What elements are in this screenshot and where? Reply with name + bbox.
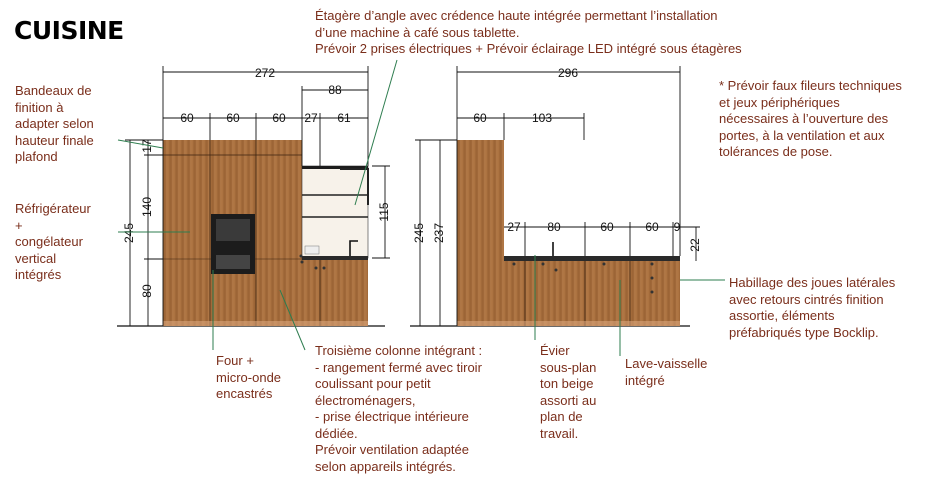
right-elevation: 296 60 103 245 237 27 80 60 60 9 22 xyxy=(410,66,702,327)
dim-right-base-3: 60 xyxy=(600,220,614,234)
note-finishing-bands: Bandeaux de finition à adapter selon hau… xyxy=(15,83,94,164)
dim-right-base-5: 9 xyxy=(674,220,681,234)
dim-left-col-5: 61 xyxy=(337,111,351,125)
tall-side-column xyxy=(457,140,504,326)
dim-right-base-1: 27 xyxy=(507,220,521,234)
note-third-column: Troisième colonne intégrant : - rangemen… xyxy=(315,343,483,474)
base-cabinets-right xyxy=(504,261,680,326)
dim-right-h1: 245 xyxy=(412,223,426,243)
dim-left-h3: 245 xyxy=(122,223,136,243)
dim-left-total: 272 xyxy=(255,66,275,80)
dim-left-col-3: 60 xyxy=(272,111,286,125)
base-cabinets-left xyxy=(302,260,368,326)
left-elevation: 272 88 60 60 60 27 61 17 140 245 80 115 xyxy=(117,66,391,327)
note-sink: Évier sous-plan ton beige assorti au pla… xyxy=(540,343,597,441)
dim-left-h2: 140 xyxy=(140,197,154,217)
note-side-panels: Habillage des joues latérales avec retou… xyxy=(729,275,896,340)
dim-left-h4: 80 xyxy=(140,284,154,298)
dim-right-total: 296 xyxy=(558,66,578,80)
dim-right-base-2: 80 xyxy=(547,220,561,234)
note-oven: Four + micro-onde encastrés xyxy=(216,353,282,401)
dim-right-top-2: 103 xyxy=(532,111,552,125)
dim-left-shelf: 88 xyxy=(328,83,342,97)
page-title: CUISINE xyxy=(14,16,124,45)
dim-right-h2: 237 xyxy=(432,223,446,243)
dim-left-col-2: 60 xyxy=(226,111,240,125)
note-dishwasher: Lave-vaisselle intégré xyxy=(625,356,708,388)
dim-right-top-1: 60 xyxy=(473,111,487,125)
note-tolerances: * Prévoir faux fileurs techniques et jeu… xyxy=(719,78,902,159)
dim-right-base-4: 60 xyxy=(645,220,659,234)
dim-left-col-1: 60 xyxy=(180,111,194,125)
note-corner-shelf: Étagère d’angle avec crédence haute inté… xyxy=(315,8,742,56)
dim-left-shelf-height: 115 xyxy=(377,202,391,221)
dim-right-counter: 22 xyxy=(688,238,702,252)
note-fridge: Réfrigérateur + congélateur vertical int… xyxy=(15,201,91,282)
dim-left-col-4: 27 xyxy=(304,111,318,125)
leader-lines xyxy=(117,59,725,356)
dim-left-h1: 17 xyxy=(140,139,154,153)
